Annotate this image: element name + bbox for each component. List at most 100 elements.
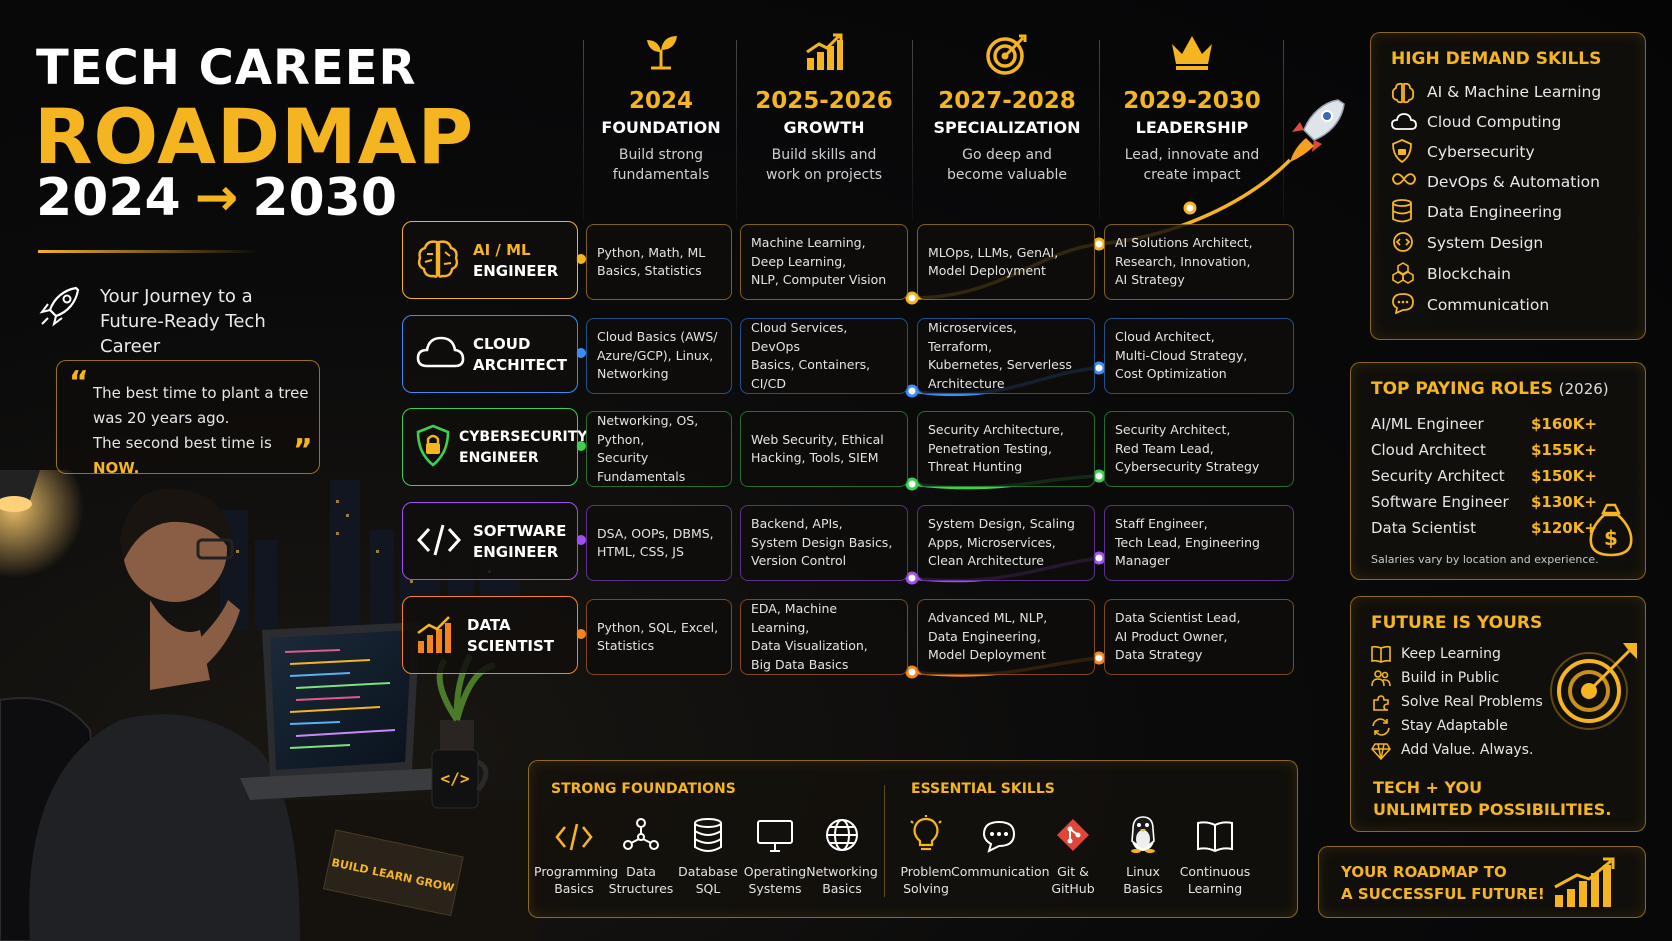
quote-open-mark: “ — [69, 365, 89, 400]
book-icon — [1371, 645, 1391, 663]
future-title: FUTURE IS YOURS — [1371, 613, 1543, 633]
salary-note: Salaries vary by location and experience… — [1371, 553, 1599, 566]
refresh-icon — [1372, 718, 1390, 736]
pay-row: Data Scientist$120K+ — [1371, 519, 1597, 537]
bar-chart-icon — [417, 616, 451, 653]
cell-cyber-2024: Networking, OS, Python,Security Fundamen… — [586, 411, 732, 487]
skill-data-engineering: Data Engineering — [1427, 203, 1562, 221]
puzzle-icon — [1373, 695, 1389, 711]
column-divider — [1283, 40, 1284, 220]
cell-ai-ml-2029: AI Solutions Architect,Research, Innovat… — [1104, 224, 1294, 300]
infinity-icon — [1392, 173, 1416, 185]
skill-cybersecurity: Cybersecurity — [1427, 143, 1535, 161]
skill-devops: DevOps & Automation — [1427, 173, 1600, 191]
quote-box: “ The best time to plant a tree was 20 y… — [56, 360, 320, 477]
target-arrow-icon — [1550, 643, 1637, 730]
footer-banner-text: YOUR ROADMAP TO A SUCCESSFUL FUTURE! — [1341, 863, 1545, 903]
future-build-in-public: Build in Public — [1401, 670, 1500, 686]
top-paying-roles-panel: TOP PAYING ROLES (2026) AI/ML Engineer$1… — [1350, 362, 1646, 580]
rocket-icon — [1290, 99, 1345, 162]
money-bag-icon: $ — [1589, 503, 1633, 557]
quote-text: The best time to plant a tree was 20 yea… — [93, 384, 309, 477]
graph-nodes-icon — [623, 818, 659, 850]
lightbulb-icon — [910, 815, 942, 851]
column-divider — [912, 40, 913, 220]
skill-ai-ml: AI & Machine Learning — [1427, 83, 1602, 101]
cell-ai-ml-2025: Machine Learning,Deep Learning,NLP, Comp… — [740, 224, 908, 300]
cell-cyber-2027: Security Architecture,Penetration Testin… — [917, 411, 1095, 487]
skill-communication: Communication — [1427, 296, 1550, 314]
year-start: 2024 — [36, 168, 181, 228]
globe-icon — [826, 819, 858, 851]
diamond-icon — [1371, 743, 1391, 761]
high-demand-skills-panel: HIGH DEMAND SKILLS AI & Machine Learning… — [1370, 32, 1646, 340]
target-icon — [986, 34, 1027, 75]
section-divider — [884, 785, 885, 897]
roadmap-footer-banner: YOUR ROADMAP TO A SUCCESSFUL FUTURE! — [1318, 846, 1646, 918]
title-line2: ROADMAP — [34, 92, 475, 181]
brain-icon — [1391, 82, 1415, 104]
cell-ai-ml-2027: MLOps, LLMs, GenAI,Model Deployment — [917, 224, 1095, 300]
essential-git-github: Git &GitHub — [1033, 819, 1113, 897]
sprout-icon — [647, 36, 677, 70]
top-paying-title: TOP PAYING ROLES (2026) — [1371, 379, 1609, 399]
pay-row: Cloud Architect$155K+ — [1371, 441, 1597, 459]
cell-cloud-2024: Cloud Basics (AWS/Azure/GCP), Linux,Netw… — [586, 318, 732, 394]
brain-icon — [417, 240, 459, 278]
developer-scene-illustration: </> BUILD LEARN GROW — [0, 470, 540, 941]
skill-blockchain: Blockchain — [1427, 265, 1511, 283]
database-icon — [694, 818, 722, 852]
year-end: 2030 — [252, 168, 398, 228]
year-range: 2024→2030 — [36, 168, 397, 228]
column-divider — [736, 40, 737, 220]
future-keep-learning: Keep Learning — [1401, 646, 1501, 662]
chat-icon — [982, 820, 1016, 853]
monitor-icon — [757, 820, 793, 852]
people-icon — [1371, 670, 1391, 687]
journey-text: Your Journey to a Future-Ready Tech Care… — [100, 286, 266, 357]
pay-row: Software Engineer$130K+ — [1371, 493, 1597, 511]
cell-software-2024: DSA, OOPs, DBMS,HTML, CSS, JS — [586, 505, 732, 581]
crown-icon — [1172, 36, 1212, 70]
cell-cloud-2029: Cloud Architect,Multi-Cloud Strategy,Cos… — [1104, 318, 1294, 394]
cell-cloud-2027: Microservices, Terraform,Kubernetes, Ser… — [917, 318, 1095, 394]
future-tagline: TECH + YOU UNLIMITED POSSIBILITIES. — [1373, 778, 1612, 819]
rocket-icon — [39, 286, 80, 327]
essential-communication: Communication — [951, 820, 1050, 880]
gear-code-icon — [1393, 232, 1413, 252]
shield-lock-icon — [416, 424, 450, 467]
database-icon — [1392, 199, 1412, 223]
skill-system-design: System Design — [1427, 234, 1544, 252]
column-divider — [1099, 40, 1100, 220]
book-icon — [1197, 821, 1233, 853]
high-demand-title: HIGH DEMAND SKILLS — [1391, 49, 1602, 69]
code-icon — [555, 823, 593, 851]
blockchain-icon — [1392, 262, 1414, 284]
future-is-yours-panel: FUTURE IS YOURS Keep Learning Build in P… — [1350, 596, 1646, 832]
cell-data-2024: Python, SQL, Excel,Statistics — [586, 599, 732, 675]
growth-chart-icon — [806, 33, 843, 70]
cell-data-2029: Data Scientist Lead,AI Product Owner,Dat… — [1104, 599, 1294, 675]
cell-cyber-2029: Security Architect,Red Team Lead,Cyberse… — [1104, 411, 1294, 487]
chat-icon — [1392, 293, 1414, 314]
skill-cloud-computing: Cloud Computing — [1427, 113, 1562, 131]
growth-chart-icon — [1554, 857, 1615, 907]
